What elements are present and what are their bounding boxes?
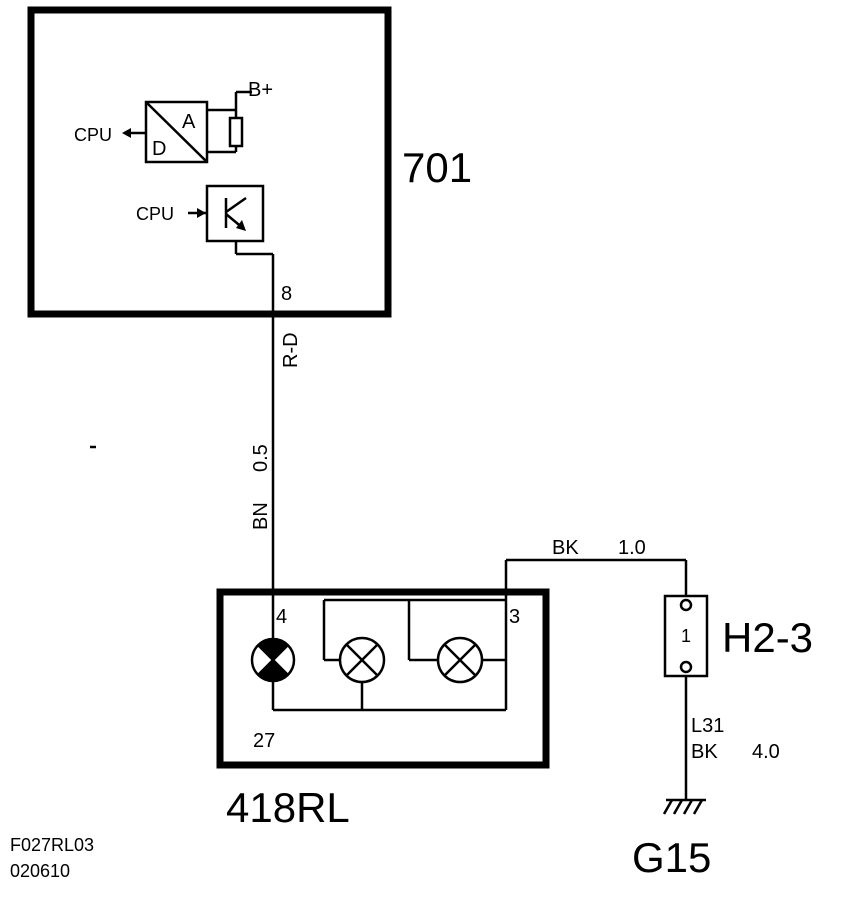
- ground-id: G15: [632, 834, 711, 881]
- bulb-1-symbol: [322, 600, 386, 710]
- lamp-pin-4: 4: [276, 606, 287, 628]
- ecu-box: [27, 6, 392, 318]
- bulb-2-symbol: [407, 600, 506, 684]
- ad-converter-symbol: A D: [144, 100, 209, 164]
- ad-label-a: A: [182, 111, 196, 133]
- wire-color-bk: BK: [552, 537, 579, 559]
- footer-date: 020610: [10, 861, 70, 881]
- connector-pin-1: 1: [681, 626, 691, 646]
- cpu-input-arrow: [188, 208, 207, 218]
- led-indicator-symbol: [250, 637, 296, 710]
- ad-label-d: D: [152, 138, 166, 160]
- cpu-out-label: CPU: [74, 125, 112, 145]
- wire-size-bn: 0.5: [250, 444, 272, 472]
- wire-color-bn: BN: [250, 502, 272, 530]
- ground-icon: [662, 798, 706, 815]
- cpu-in-label: CPU: [136, 204, 174, 224]
- pullup-resistor: [207, 90, 252, 154]
- connector-id: H2-3: [722, 614, 813, 661]
- wire-size-bk: 1.0: [618, 537, 646, 559]
- ecu-id: 701: [402, 144, 472, 191]
- ground-wire-size: 4.0: [752, 741, 780, 763]
- lamp-unit-box: [216, 588, 550, 769]
- ecu-pin-8: 8: [281, 283, 292, 305]
- ground-wire-color: BK: [691, 741, 718, 763]
- lamp-pin-3: 3: [509, 606, 520, 628]
- bulb-code-27: 27: [253, 730, 275, 752]
- b-plus-label: B+: [248, 79, 273, 101]
- wire-code-label: R-D: [280, 332, 302, 368]
- footer-code: F027RL03: [10, 835, 94, 855]
- ground-wire-code: L31: [691, 715, 724, 737]
- cpu-output-arrow: [122, 128, 146, 138]
- lamp-internal-wiring: [273, 560, 508, 712]
- lamp-unit-id: 418RL: [226, 784, 350, 831]
- black-wire: [506, 558, 688, 596]
- transistor-driver-symbol: [205, 184, 273, 256]
